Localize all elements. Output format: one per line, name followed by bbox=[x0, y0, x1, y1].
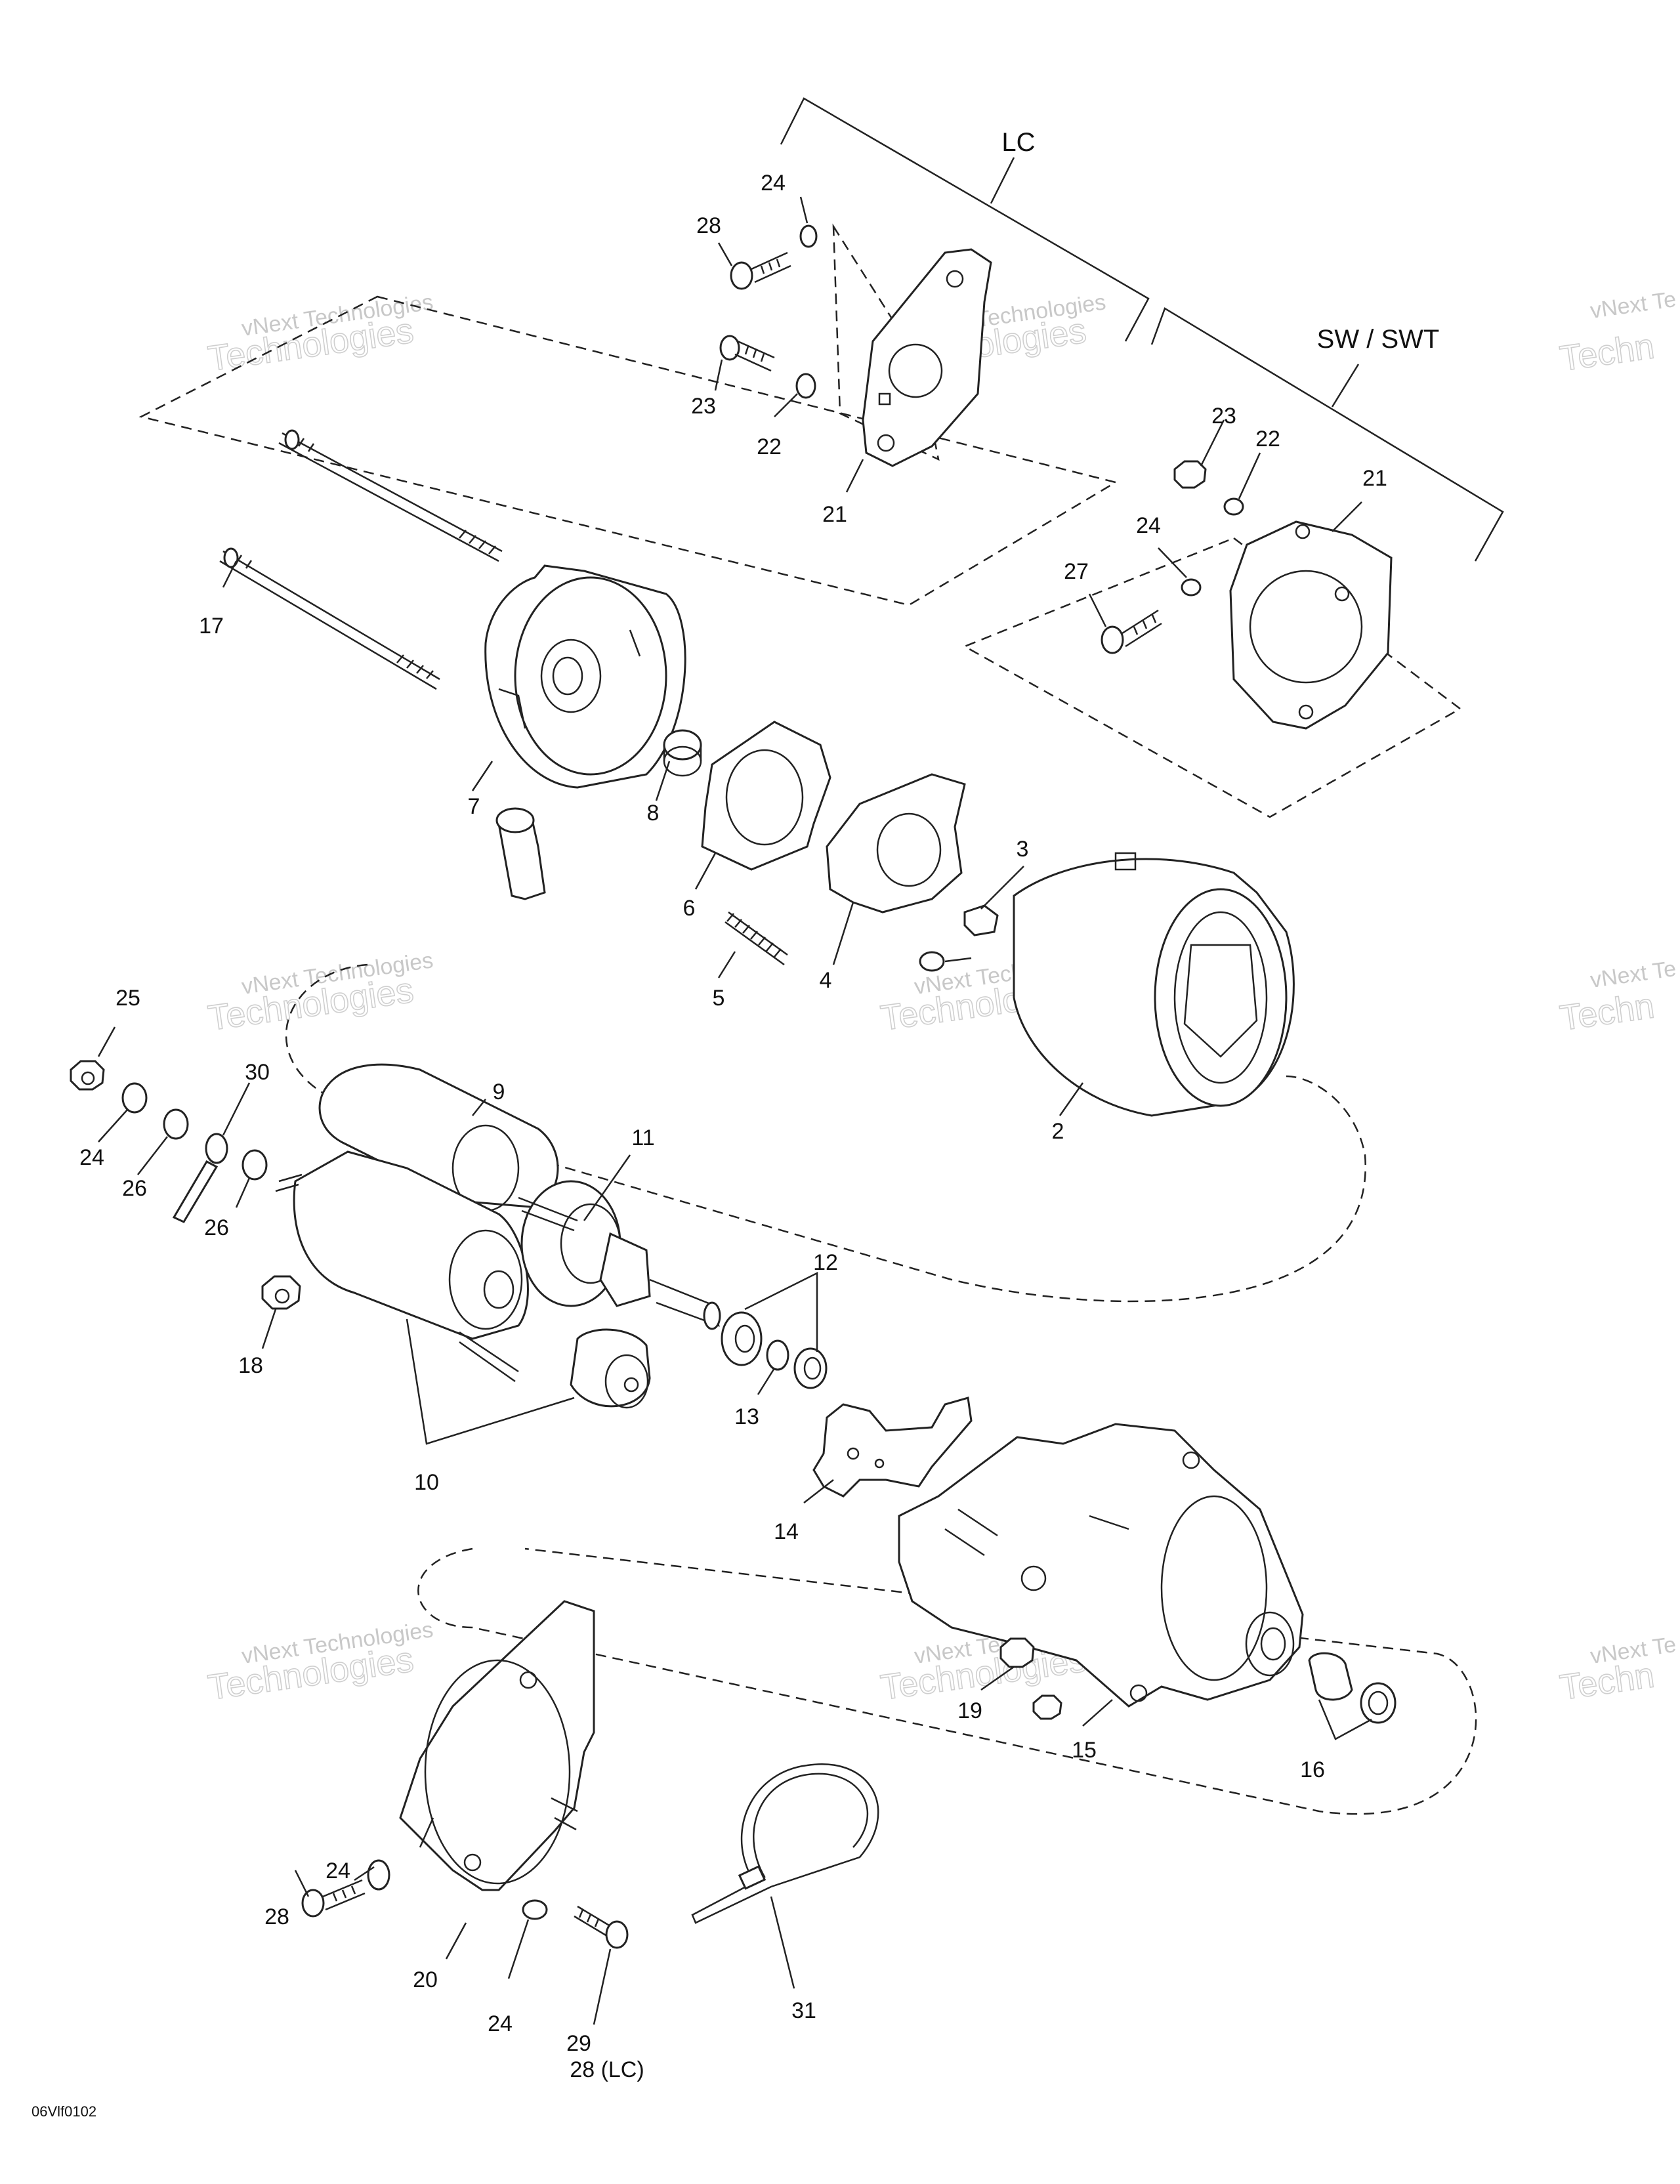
end-cover bbox=[484, 564, 686, 789]
callout-30: 30 bbox=[245, 1060, 270, 1085]
callout-9: 9 bbox=[493, 1080, 505, 1104]
washer-24-bracket-lower bbox=[522, 1899, 548, 1920]
callout-29: 29 bbox=[566, 2031, 591, 2056]
callout-21-lc: 21 bbox=[822, 502, 847, 527]
cable-terminal-30 bbox=[172, 1133, 228, 1223]
callout-2: 2 bbox=[1052, 1119, 1064, 1144]
tie-rod-upper bbox=[278, 429, 503, 562]
lc-variant-label: LC bbox=[1001, 128, 1035, 157]
assembly-path-housing bbox=[417, 1547, 1477, 1815]
bushing-8 bbox=[663, 729, 702, 777]
screw-29-bracket bbox=[574, 1905, 629, 1949]
callout-24-left: 24 bbox=[79, 1145, 104, 1170]
brush-3 bbox=[963, 904, 999, 936]
nut-25 bbox=[70, 1060, 105, 1091]
sw-nut-23 bbox=[1173, 460, 1207, 489]
assembly-path-armature bbox=[285, 963, 1366, 1303]
tie-rod-lower bbox=[219, 547, 440, 690]
watermark-text: Techn bbox=[1557, 1655, 1656, 1707]
stop-collar-12 bbox=[721, 1311, 763, 1366]
watermark-text: vNext Te bbox=[1589, 956, 1678, 993]
callout-24-bracket-bottom: 24 bbox=[488, 2011, 513, 2036]
callout-19: 19 bbox=[957, 1698, 982, 1723]
solenoid-cap bbox=[570, 1328, 651, 1409]
lc-screw-23 bbox=[719, 335, 775, 372]
lc-mounting-plate bbox=[862, 248, 992, 467]
washer-24-bracket bbox=[367, 1859, 390, 1891]
callout-14: 14 bbox=[774, 1519, 799, 1544]
callout-5: 5 bbox=[713, 986, 725, 1011]
washer-26 bbox=[242, 1149, 268, 1181]
sw-washer-24 bbox=[1181, 578, 1202, 597]
callout-26-a: 26 bbox=[122, 1176, 147, 1201]
callout-28-bracket: 28 bbox=[264, 1904, 289, 1929]
sw-washer-22 bbox=[1223, 497, 1244, 516]
assembly-path-tie-rods bbox=[138, 295, 1118, 606]
lc-washer-22 bbox=[795, 373, 816, 399]
callout-23-sw: 23 bbox=[1211, 404, 1236, 429]
callout-11: 11 bbox=[631, 1125, 654, 1150]
watermark-text: Techn bbox=[1557, 326, 1656, 378]
callout-22-lc: 22 bbox=[757, 434, 782, 459]
callout-15: 15 bbox=[1072, 1738, 1097, 1763]
sw-mounting-plate bbox=[1229, 520, 1393, 730]
cable-tie-31 bbox=[691, 1763, 879, 1924]
callout-31: 31 bbox=[791, 1998, 816, 2023]
stop-ring-12 bbox=[793, 1347, 828, 1389]
sw-swt-variant-bracket bbox=[1150, 307, 1504, 562]
callout-7: 7 bbox=[468, 794, 480, 819]
lc-screw-28 bbox=[730, 251, 791, 290]
callout-22-sw: 22 bbox=[1255, 427, 1280, 452]
nut-19 bbox=[999, 1637, 1062, 1720]
callout-6: 6 bbox=[683, 896, 696, 921]
callout-labels: 24 28 23 22 21 23 22 21 24 27 17 7 8 6 5… bbox=[79, 171, 1387, 2082]
snap-ring-13 bbox=[766, 1339, 789, 1371]
callout-28-lc: 28 bbox=[696, 213, 721, 238]
assembly-path-lc-plate bbox=[832, 223, 940, 461]
callout-24-sw: 24 bbox=[1136, 513, 1161, 538]
callout-12: 12 bbox=[813, 1250, 838, 1275]
callout-3: 3 bbox=[1017, 837, 1029, 862]
callout-4: 4 bbox=[820, 968, 832, 993]
screw-28-bracket bbox=[301, 1879, 366, 1918]
lc-washer-24 bbox=[799, 224, 818, 248]
callout-20: 20 bbox=[413, 1967, 438, 1992]
nut-18 bbox=[261, 1275, 301, 1310]
bushing-16 bbox=[1308, 1652, 1396, 1724]
drawing-code: 06Vlf0102 bbox=[32, 2103, 96, 2120]
overrunning-clutch-11 bbox=[518, 1180, 721, 1330]
watermark-text: Techn bbox=[1557, 986, 1656, 1038]
sw-swt-variant-label: SW / SWT bbox=[1317, 325, 1440, 354]
callout-13: 13 bbox=[734, 1404, 759, 1429]
shift-lever-14 bbox=[812, 1396, 973, 1498]
sw-screw-27 bbox=[1101, 609, 1162, 654]
callout-23-lc: 23 bbox=[691, 394, 716, 419]
callout-24-bracket-top: 24 bbox=[326, 1858, 350, 1883]
rubber-grommet bbox=[495, 807, 546, 900]
callout-17: 17 bbox=[199, 614, 224, 639]
callout-10: 10 bbox=[414, 1470, 439, 1495]
washer-26 bbox=[163, 1108, 189, 1140]
brush-holder bbox=[826, 773, 966, 914]
callout-25: 25 bbox=[116, 986, 140, 1011]
drive-housing-15 bbox=[898, 1423, 1304, 1708]
callout-29-sub: 28 (LC) bbox=[570, 2057, 644, 2082]
callout-27: 27 bbox=[1064, 559, 1089, 584]
spring-5 bbox=[724, 911, 788, 966]
callout-18: 18 bbox=[238, 1353, 263, 1378]
callout-8: 8 bbox=[647, 801, 660, 826]
callout-24-lc: 24 bbox=[761, 171, 786, 196]
callout-21-sw: 21 bbox=[1362, 466, 1387, 491]
brush-plate bbox=[701, 721, 831, 871]
callout-16: 16 bbox=[1300, 1757, 1325, 1782]
solenoid-10 bbox=[275, 1150, 529, 1383]
yoke-housing bbox=[919, 852, 1295, 1117]
watermark-text: vNext Te bbox=[1589, 287, 1678, 324]
mounting-bracket-20 bbox=[399, 1600, 595, 1891]
lc-variant-bracket bbox=[780, 97, 1150, 342]
lock-washer-24 bbox=[121, 1082, 148, 1114]
callout-26-b: 26 bbox=[204, 1215, 229, 1240]
callout-leaders bbox=[97, 196, 1372, 2025]
